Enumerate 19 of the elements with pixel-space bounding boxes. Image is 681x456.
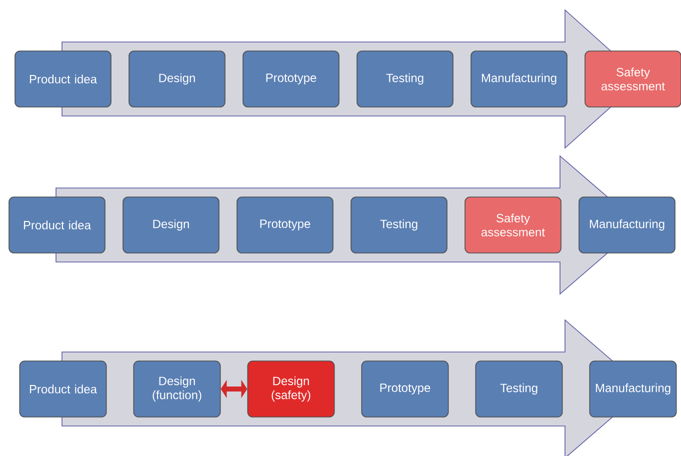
process-box: Design (safety) [247, 360, 335, 418]
process-box: Product idea [19, 360, 107, 418]
process-box: Product idea [8, 196, 106, 254]
process-box: Product idea [14, 50, 112, 108]
process-box: Manufacturing [470, 50, 568, 108]
process-box: Testing [356, 50, 454, 108]
process-box: Manufacturing [578, 196, 676, 254]
process-box: Testing [475, 360, 563, 418]
double-arrow [220, 380, 248, 398]
process-box: Safety assessment [584, 50, 681, 108]
process-box: Design [128, 50, 226, 108]
process-box: Prototype [236, 196, 334, 254]
process-box: Prototype [361, 360, 449, 418]
process-box: Design (function) [133, 360, 221, 418]
process-box: Safety assessment [464, 196, 562, 254]
process-box: Prototype [242, 50, 340, 108]
process-box: Design [122, 196, 220, 254]
process-box: Manufacturing [589, 360, 677, 418]
process-box: Testing [350, 196, 448, 254]
